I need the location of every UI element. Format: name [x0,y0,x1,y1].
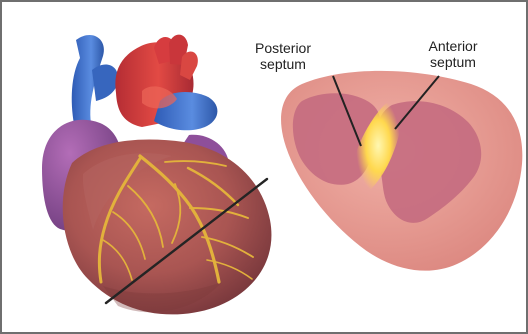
ventricles [63,140,272,315]
heart-illustration-icon [42,35,271,315]
anterior-septum-label-line-1: Anterior [407,38,499,54]
septum-cross-section-icon [281,71,522,271]
posterior-septum-label: Posterior septum [238,40,328,72]
anterior-septum-label-line-2: septum [407,54,499,70]
anterior-septum-label: Anterior septum [407,38,499,70]
posterior-septum-label-line-1: Posterior [238,40,328,56]
posterior-septum-label-line-2: septum [238,56,328,72]
great-vessels [72,35,218,131]
